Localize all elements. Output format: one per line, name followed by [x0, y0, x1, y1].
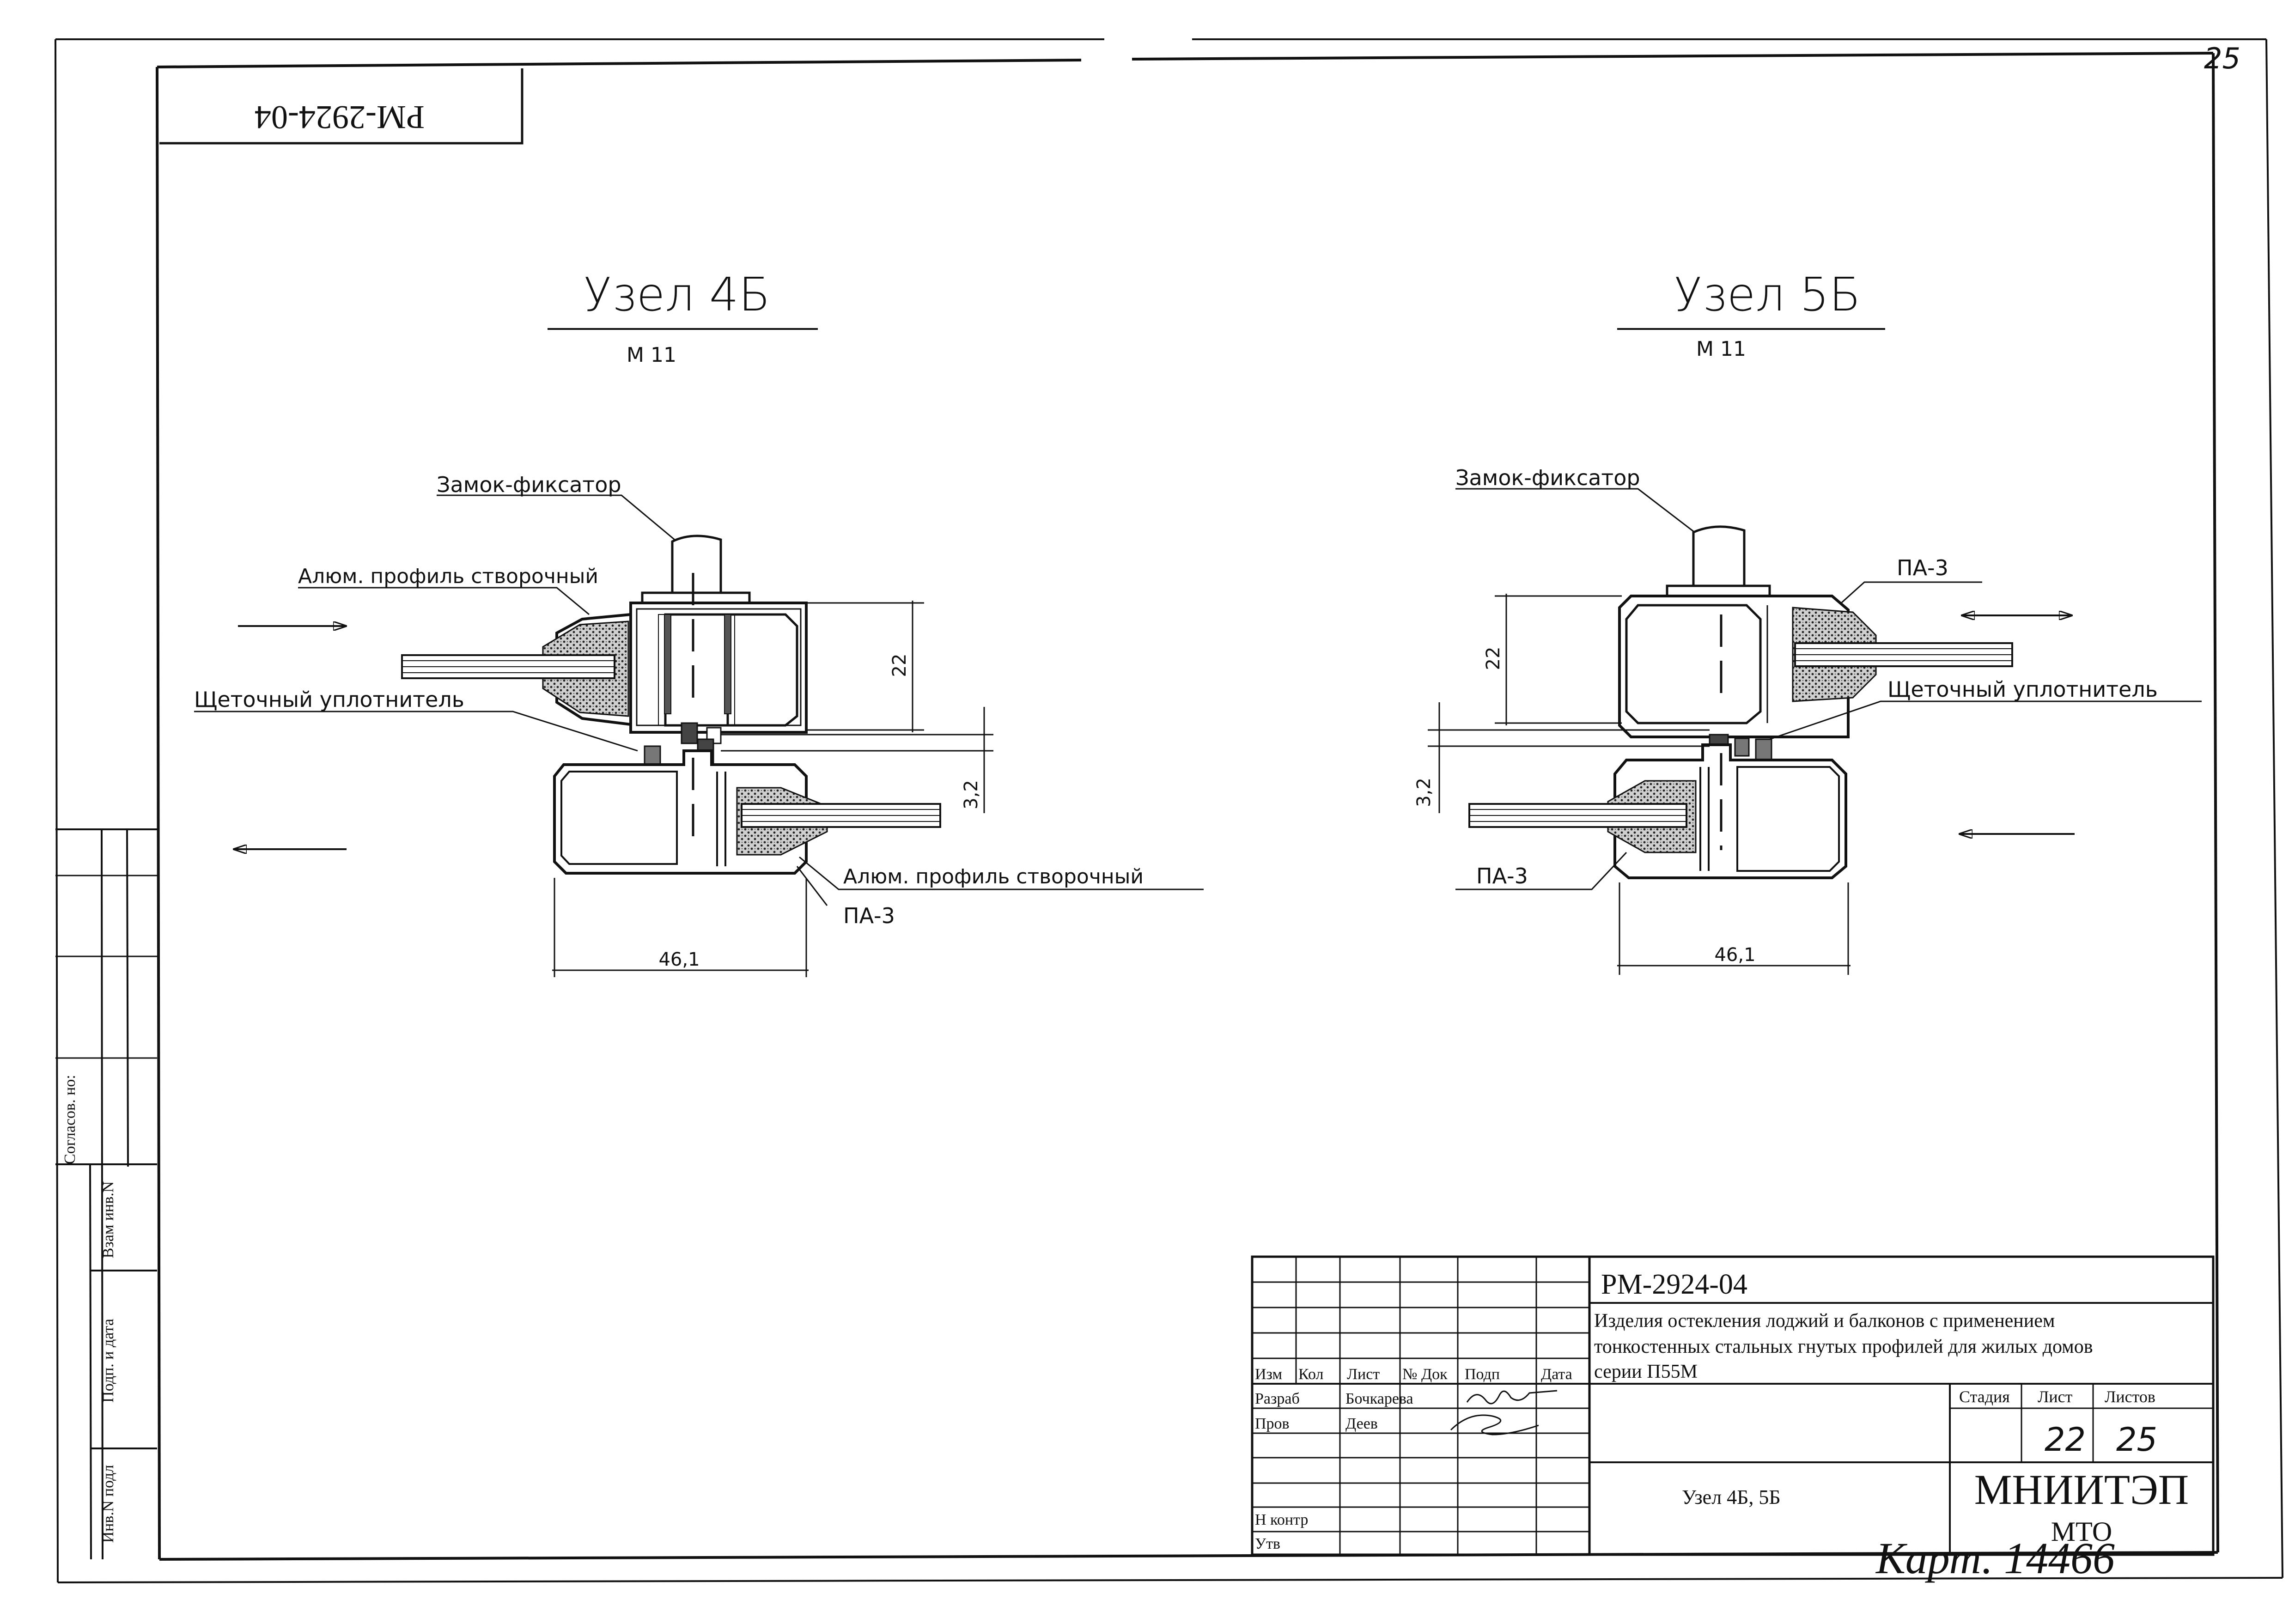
row-role-checker: Пров	[1255, 1415, 1290, 1432]
title-block-doc-code: РМ-2924-04	[1601, 1269, 1747, 1300]
title-block-sheet-title: Узел 4Б, 5Б	[1682, 1486, 1781, 1508]
node-4b-dim-height: 22	[889, 654, 910, 677]
row-name-checker: Деев	[1345, 1415, 1378, 1432]
node-5b-label-pa3-bottom: ПА-3	[1476, 864, 1528, 888]
node-4b-label-profile-top: Алюм. профиль створочный	[298, 565, 598, 588]
header-izm: Изм	[1255, 1366, 1282, 1383]
node-4b-dim-gap: 3,2	[961, 780, 982, 809]
node-5b-label-brush-seal: Щеточный уплотнитель	[1887, 677, 2158, 702]
node-5b-label-pa3-top: ПА-3	[1897, 555, 1948, 580]
row-role-developer: Разраб	[1255, 1390, 1300, 1407]
node-4b-dim-width: 46,1	[658, 949, 700, 970]
sheets-value: 25	[2116, 1421, 2157, 1459]
node-5b: Узел 5Б М 11 Замок-фиксатор ПА-	[1413, 268, 2202, 975]
row-name-developer: Бочкарева	[1345, 1390, 1413, 1407]
side-stamp	[55, 828, 157, 1560]
side-stamp-inv-orig: Инв.N подл	[100, 1465, 117, 1543]
rotated-code-stamp: РМ-2924-04	[159, 68, 524, 145]
side-stamp-agreed: Согласов. но:	[61, 1075, 79, 1164]
title-block-description-2: тонкостенных стальных гнутых профилей дл…	[1594, 1336, 2093, 1357]
node-5b-title: Узел 5Б	[1674, 268, 1861, 322]
signature-checker	[1450, 1414, 1539, 1435]
row-role-approved: Утв	[1255, 1535, 1280, 1552]
header-sign: Подп	[1465, 1366, 1500, 1383]
side-stamp-swap-inv: Взам инв.N	[100, 1181, 117, 1259]
node-4b-label-brush-seal: Щеточный уплотнитель	[194, 687, 464, 712]
stage-label: Стадия	[1959, 1387, 2010, 1406]
sheet-label: Лист	[2038, 1387, 2073, 1406]
side-stamp-sign-date: Подп. и дата	[100, 1319, 117, 1403]
title-block-grid	[1251, 1255, 2215, 1556]
node-4b-label-profile-bottom: Алюм. профиль створочный	[843, 865, 1144, 888]
node-4b-label-lock: Замок-фиксатор	[437, 472, 621, 497]
node-4b-title: Узел 4Б	[584, 268, 770, 322]
node-5b-dim-gap: 3,2	[1413, 778, 1435, 807]
node-5b-dim-width: 46,1	[1714, 944, 1755, 966]
node-4b-label-pa3: ПА-3	[843, 903, 895, 928]
sheets-label: Листов	[2105, 1387, 2155, 1406]
node-5b-dim-height: 22	[1483, 647, 1504, 670]
node-4b-scale: М 11	[627, 343, 676, 367]
title-block-description-3: серии П55М	[1594, 1361, 1698, 1382]
row-role-norm-control: Н контр	[1255, 1511, 1308, 1528]
title-block-description-1: Изделия остекления лоджий и балконов с п…	[1594, 1310, 2055, 1332]
header-date: Дата	[1541, 1366, 1572, 1383]
node-4b-lock-body	[671, 535, 722, 596]
sheet-value: 22	[2045, 1421, 2086, 1459]
header-list: Лист	[1347, 1366, 1380, 1383]
org-sub: МТО	[2051, 1516, 2112, 1547]
node-5b-lock-body	[1692, 525, 1746, 589]
header-doc: № Док	[1402, 1366, 1448, 1383]
node-4b: Узел 4Б М 11	[194, 268, 1204, 977]
node-5b-scale: М 11	[1696, 337, 1746, 361]
page-number: 25	[2204, 42, 2240, 75]
header-kol: Кол	[1298, 1366, 1324, 1383]
rotated-code-text: РМ-2924-04	[255, 99, 425, 136]
signature-developer	[1466, 1390, 1558, 1405]
handwritten-note: Карт. 14466	[1875, 1533, 2115, 1583]
node-5b-label-lock: Замок-фиксатор	[1455, 465, 1640, 490]
org-name: МНИИТЭП	[1974, 1466, 2189, 1513]
